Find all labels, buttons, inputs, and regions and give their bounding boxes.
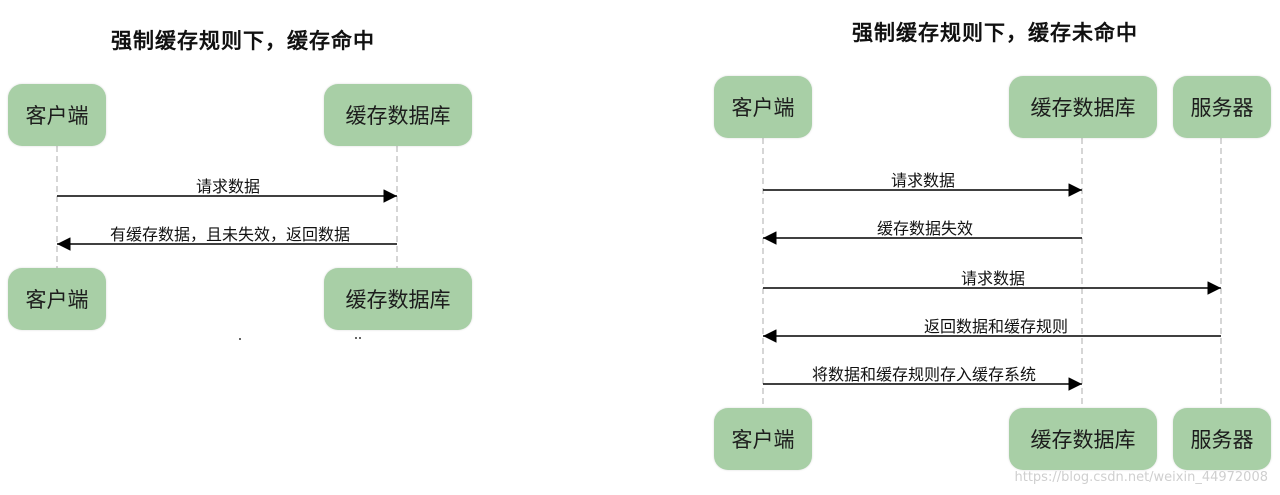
right-msg-4-label: 返回数据和缓存规则	[923, 317, 1069, 336]
left-client-actor-top: 客户端	[8, 84, 106, 146]
right-client-actor-top: 客户端	[714, 76, 812, 138]
left-client-actor-bottom: 客户端	[8, 268, 106, 330]
left-msg-1-label: 请求数据	[195, 177, 261, 196]
right-cache-actor-bottom: 缓存数据库	[1009, 408, 1157, 470]
artifact-dot	[239, 338, 241, 340]
right-cache-actor-top: 缓存数据库	[1009, 76, 1157, 138]
right-msg-1-label: 请求数据	[890, 171, 956, 190]
watermark-url: https://blog.csdn.net/weixin_44972008	[1014, 470, 1268, 485]
right-msg-5-label: 将数据和缓存规则存入缓存系统	[811, 365, 1037, 384]
right-msg-3-label: 请求数据	[960, 269, 1026, 288]
left-diagram-title: 强制缓存规则下，缓存命中	[111, 29, 375, 53]
left-cache-actor-top: 缓存数据库	[324, 84, 472, 146]
right-client-actor-bottom: 客户端	[714, 408, 812, 470]
right-server-actor-top: 服务器	[1173, 76, 1271, 138]
right-server-actor-bottom: 服务器	[1173, 408, 1271, 470]
right-msg-2-label: 缓存数据失效	[876, 219, 974, 238]
left-msg-2-label: 有缓存数据，且未失效，返回数据	[109, 225, 351, 244]
artifact-dot	[355, 337, 357, 339]
right-diagram-title: 强制缓存规则下，缓存未命中	[852, 21, 1138, 45]
artifact-dot	[359, 337, 361, 339]
left-cache-actor-bottom: 缓存数据库	[324, 268, 472, 330]
